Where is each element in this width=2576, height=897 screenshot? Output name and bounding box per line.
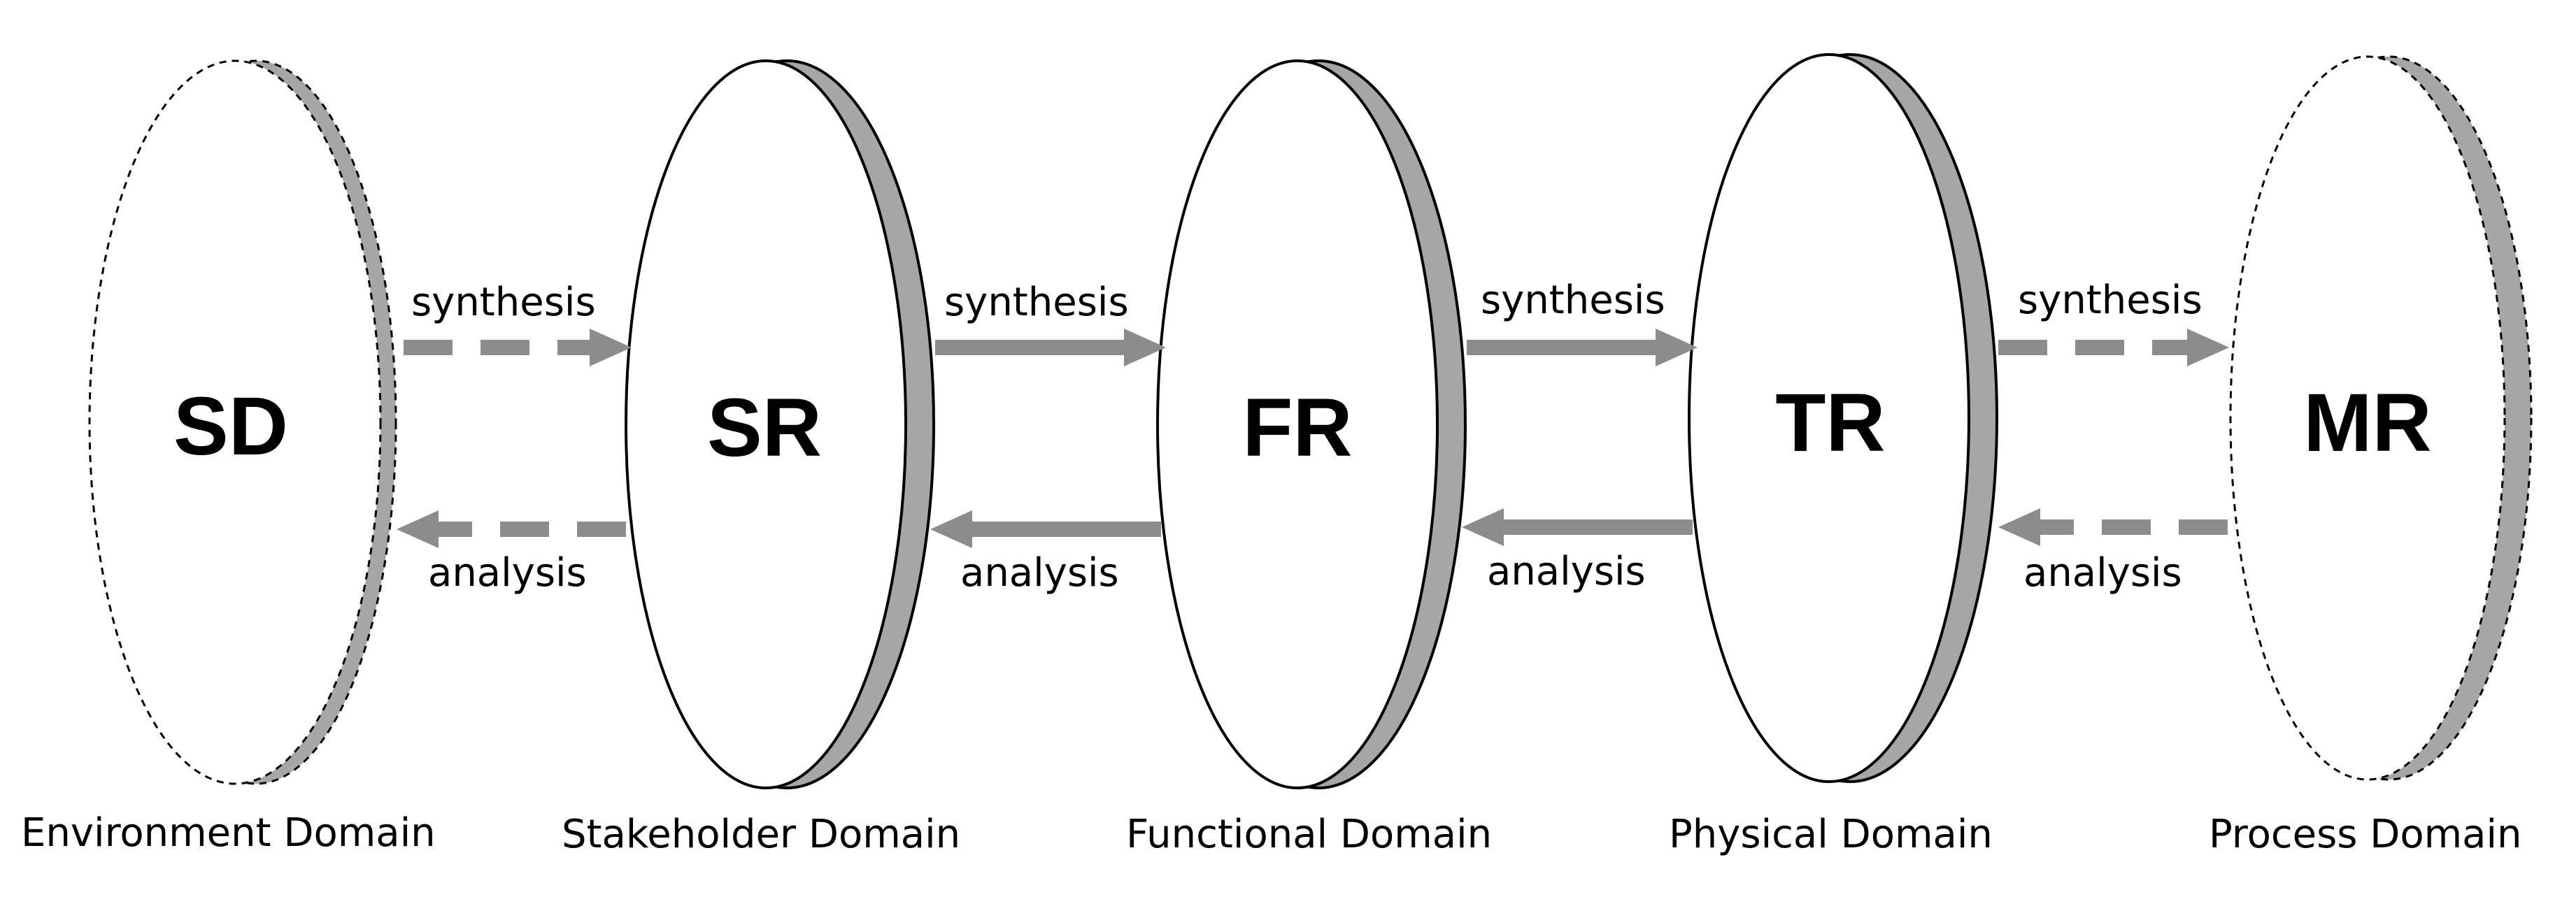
disk-face <box>2229 55 2506 781</box>
connection-fr-tr: synthesis analysis <box>1462 278 1698 594</box>
synthesis-arrowhead <box>2187 329 2229 366</box>
analysis-label: analysis <box>1487 549 1646 594</box>
synthesis-arrowhead <box>1656 329 1698 366</box>
domain-name-functional: Functional Domain <box>1126 812 1492 857</box>
domain-disk-sd: SD <box>88 59 397 785</box>
synthesis-arrowhead <box>590 329 632 366</box>
analysis-arrowhead <box>930 510 972 548</box>
domain-disk-tr: TR <box>1688 53 1998 783</box>
domain-code-label: SR <box>707 382 822 474</box>
domain-name-environment: Environment Domain <box>21 810 436 856</box>
analysis-arrowhead <box>1462 508 1504 546</box>
domain-disk-mr: MR <box>2229 55 2533 781</box>
domain-code-label: SD <box>173 380 288 473</box>
disk-face <box>625 59 907 789</box>
analysis-arrowhead <box>1998 508 2040 546</box>
domain-labels: Environment Domain Stakeholder Domain Fu… <box>21 810 2522 857</box>
analysis-arrowhead <box>397 510 439 548</box>
analysis-label: analysis <box>2023 550 2182 596</box>
connection-sr-fr: synthesis analysis <box>930 280 1166 596</box>
analysis-label: analysis <box>960 550 1119 596</box>
domain-name-process: Process Domain <box>2209 812 2522 857</box>
connection-tr-mr: synthesis analysis <box>1998 278 2229 596</box>
domain-code-label: TR <box>1775 377 1885 469</box>
domain-name-physical: Physical Domain <box>1669 812 1993 857</box>
domain-disk-fr: FR <box>1156 59 1467 789</box>
synthesis-label: synthesis <box>944 280 1129 325</box>
analysis-label: analysis <box>428 550 587 596</box>
disk-face <box>1688 53 1970 783</box>
domain-code-label: MR <box>2303 377 2432 469</box>
domain-code-label: FR <box>1242 382 1352 474</box>
synthesis-label: synthesis <box>411 280 596 325</box>
synthesis-label: synthesis <box>1481 278 1665 323</box>
disk-face <box>88 59 382 785</box>
domain-name-stakeholder: Stakeholder Domain <box>562 812 960 857</box>
synthesis-arrowhead <box>1124 329 1166 366</box>
domain-disk-sr: SR <box>625 59 935 789</box>
disk-face <box>1156 59 1439 789</box>
connection-sd-sr: synthesis analysis <box>397 280 632 596</box>
synthesis-label: synthesis <box>2018 278 2203 323</box>
